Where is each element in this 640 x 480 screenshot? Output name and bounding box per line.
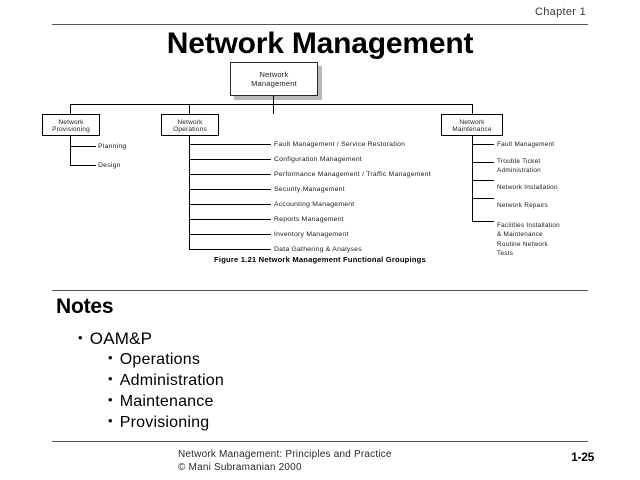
node-root-line1: Network (259, 70, 289, 79)
connector-drop-operations (189, 104, 190, 114)
connector-operations-leaf-2 (189, 159, 271, 160)
node-network-management: Network Management (230, 62, 318, 96)
figure-caption: Figure 1.21 Network Management Functiona… (214, 255, 426, 264)
leaf-network-repairs: Network Repairs (497, 202, 548, 209)
notes-bullet-oamp: • OAM&P (78, 329, 152, 349)
connector-drop-maintenance (472, 104, 473, 114)
leaf-trouble-ticket-administration: Trouble Ticket Administration (497, 158, 541, 175)
chapter-label: Chapter 1 (534, 6, 586, 18)
connector-maintenance-leaf-5 (472, 221, 494, 222)
node-maintenance-line2: Maintenance (452, 126, 492, 134)
notes-bullet-provisioning: • Provisioning (108, 413, 209, 432)
notes-heading: Notes (56, 295, 114, 318)
notes-bullet-maintenance: • Maintenance (108, 392, 214, 411)
notes-bullet-provisioning-label: Provisioning (119, 414, 210, 431)
leaf-accounting-management: Accounting Management (274, 201, 355, 208)
connector-maintenance-leaf-4 (472, 198, 494, 199)
header-divider (52, 24, 588, 25)
node-provisioning-line2: Provisioning (52, 126, 90, 134)
connector-level2-bus (70, 104, 472, 105)
connector-operations-leaf-5 (189, 204, 271, 205)
connector-provisioning-leaf-2 (70, 165, 96, 166)
notes-bullet-maintenance-label: Maintenance (119, 393, 214, 410)
connector-operations-spine (189, 136, 190, 250)
bullet-glyph-icon: • (108, 350, 113, 365)
node-operations-line2: Operations (173, 126, 207, 134)
connector-maintenance-leaf-1 (472, 144, 494, 145)
leaf-configuration-management: Configuration Management (274, 156, 362, 163)
notes-bullet-operations: • Operations (108, 350, 200, 369)
connector-operations-leaf-3 (189, 174, 271, 175)
node-network-maintenance: Network Maintenance (441, 114, 503, 136)
footer-credit-line1: Network Management: Principles and Pract… (178, 449, 392, 460)
connector-root-stem (273, 96, 274, 114)
notes-bullet-administration-label: Administration (119, 372, 224, 389)
connector-maintenance-spine (472, 136, 473, 222)
footer-credit: Network Management: Principles and Pract… (178, 448, 392, 474)
connector-operations-leaf-1 (189, 144, 271, 145)
bullet-glyph-icon: • (108, 371, 113, 386)
leaf-design: Design (98, 162, 121, 169)
notes-bullet-administration: • Administration (108, 371, 224, 390)
connector-operations-leaf-4 (189, 189, 271, 190)
connector-provisioning-spine (70, 136, 71, 166)
bullet-glyph-icon: • (78, 330, 83, 345)
node-root-line2: Management (251, 78, 297, 88)
connector-maintenance-leaf-3 (472, 180, 494, 181)
node-network-operations: Network Operations (161, 114, 219, 136)
leaf-routine-network-tests: Routine Network Tests (497, 241, 548, 258)
connector-operations-leaf-7 (189, 234, 271, 235)
leaf-network-installation: Network Installation (497, 184, 558, 191)
connector-operations-leaf-6 (189, 219, 271, 220)
leaf-reports-management: Reports Management (274, 216, 344, 223)
bullet-glyph-icon: • (108, 413, 113, 428)
node-network-provisioning: Network Provisioning (42, 114, 100, 136)
leaf-planning: Planning (98, 143, 127, 150)
connector-provisioning-leaf-1 (70, 146, 96, 147)
connector-drop-provisioning (70, 104, 71, 114)
node-provisioning-line1: Network (58, 119, 84, 126)
leaf-fault-management: Fault Management (497, 141, 555, 148)
functional-groupings-diagram: Network Management Network Provisioning … (0, 58, 640, 270)
leaf-fault-management-service-restoration: Fault Management / Service Restoration (274, 141, 406, 148)
footer-credit-line2: © Mani Subramanian 2000 (178, 462, 302, 473)
page-title: Network Management (166, 27, 474, 60)
bullet-glyph-icon: • (108, 392, 113, 407)
leaf-performance-traffic-management: Performance Management / Traffic Managem… (274, 171, 431, 178)
leaf-facilities-installation-maintenance: Facilities Installation & Maintenance (497, 222, 560, 239)
footer-divider (52, 441, 588, 442)
notes-bullet-operations-label: Operations (119, 351, 201, 368)
notes-bullet-oamp-label: OAM&P (89, 329, 153, 348)
node-operations-line1: Network (177, 119, 203, 126)
connector-operations-leaf-8 (189, 249, 271, 250)
leaf-data-gathering-analyses: Data Gathering & Analyses (274, 246, 362, 253)
connector-maintenance-leaf-2 (472, 162, 494, 163)
page-number: 1-25 (571, 450, 594, 464)
notes-divider (52, 290, 588, 291)
leaf-inventory-management: Inventory Management (274, 231, 349, 238)
node-maintenance-line1: Network (459, 119, 485, 126)
leaf-security-management: Security Management (274, 186, 345, 193)
